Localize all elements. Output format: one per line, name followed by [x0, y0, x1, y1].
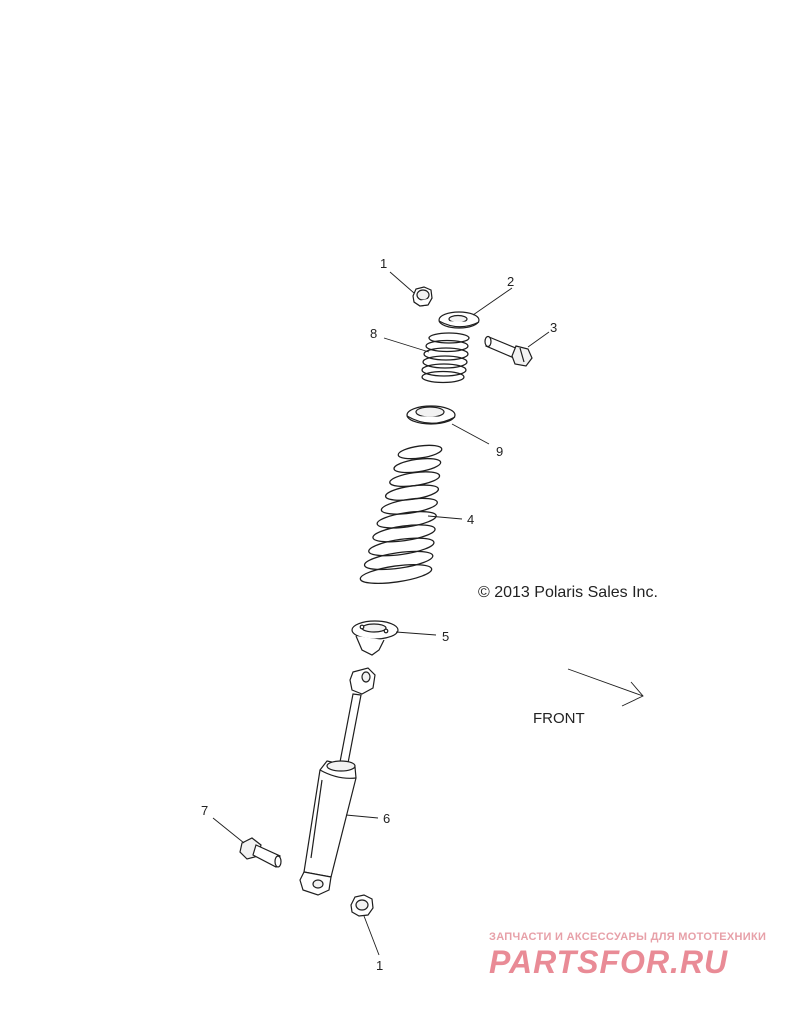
callout-5: 5 [442, 629, 449, 644]
leader-4 [427, 515, 463, 520]
spring-coil [359, 563, 433, 585]
spring-coil [397, 444, 443, 460]
copyright-text: © 2013 Polaris Sales Inc. [478, 584, 658, 601]
part-1-nut-bottom [350, 894, 374, 917]
front-label: FRONT [533, 710, 585, 727]
part-1-nut-top [412, 286, 433, 307]
spring-coil [368, 537, 435, 557]
leader-2 [472, 287, 513, 316]
part-9-spring-seat [406, 405, 456, 425]
callout-9: 9 [496, 444, 503, 459]
leader-1-top [389, 271, 415, 294]
part-2-washer [438, 311, 480, 329]
part-6-shock-absorber [299, 667, 376, 896]
watermark-logo: PARTSFOR.RU [489, 944, 728, 980]
leader-9 [451, 423, 490, 445]
callout-2: 2 [507, 274, 514, 289]
leader-6 [345, 814, 379, 819]
watermark-tagline: ЗАПЧАСТИ И АКСЕССУАРЫ ДЛЯ МОТОТЕХНИКИ [489, 931, 766, 943]
callout-8: 8 [370, 326, 377, 341]
callout-4: 4 [467, 512, 474, 527]
leader-1-bottom [363, 915, 380, 956]
part-4-main-spring [359, 444, 443, 585]
spring-coil [380, 497, 438, 515]
callout-1-bottom: 1 [376, 958, 383, 973]
leader-3 [527, 331, 550, 348]
callout-6: 6 [383, 811, 390, 826]
front-arrow-icon [567, 668, 644, 707]
spring-coil [376, 510, 437, 529]
spring-coil [363, 550, 434, 571]
callout-3: 3 [550, 320, 557, 335]
spring-coil [372, 524, 436, 543]
leader-8 [383, 337, 430, 353]
callout-1-top: 1 [380, 256, 387, 271]
part-8-small-spring [421, 332, 470, 384]
leader-5 [395, 631, 437, 636]
leader-7 [212, 817, 245, 844]
part-3-bolt [484, 335, 533, 367]
part-7-bolt [239, 837, 282, 868]
callout-7: 7 [201, 803, 208, 818]
part-5-spring-retainer [351, 620, 399, 656]
